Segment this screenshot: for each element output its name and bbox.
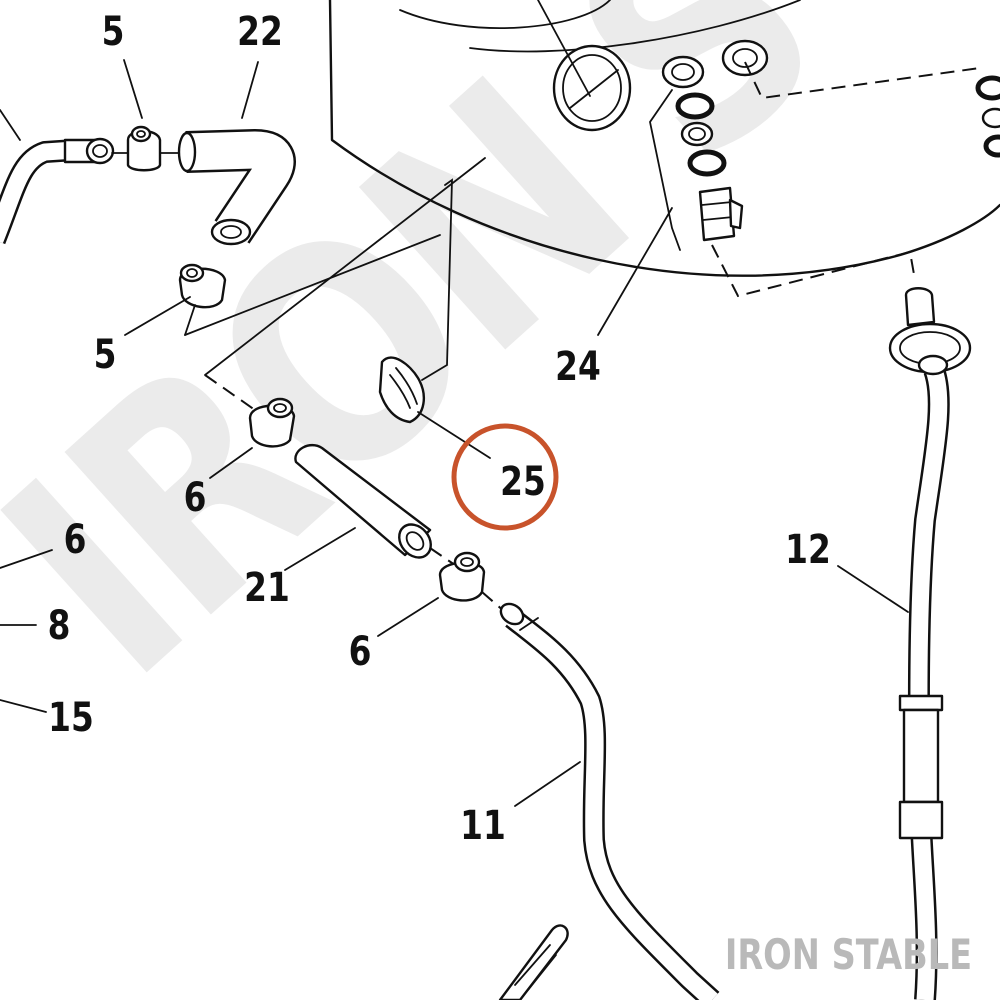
leader-6a	[209, 447, 253, 479]
clamp-6-upper	[248, 397, 296, 448]
callout-21: 21	[244, 565, 290, 611]
bracket-line-24	[649, 89, 681, 251]
leader-25	[417, 411, 491, 459]
tank-fitting-right	[721, 39, 769, 77]
assembly-line-a	[184, 234, 441, 336]
leader-22	[241, 61, 259, 119]
grommet-12	[888, 287, 972, 376]
leader-5a	[123, 59, 143, 119]
leader-12	[837, 565, 909, 613]
leader-6b	[0, 549, 53, 569]
right-edge-fittings	[975, 75, 1000, 158]
part-25-gasket	[378, 356, 426, 424]
watermark-corner: IRON STABLE	[724, 930, 972, 979]
callout-5-middle: 5	[93, 332, 117, 378]
callout-22: 22	[237, 9, 283, 55]
leader-5b	[124, 296, 191, 336]
hose-12-sleeve	[898, 694, 944, 840]
tank-seam-line	[469, 0, 801, 53]
callout-6-left: 6	[63, 517, 87, 563]
callout-12: 12	[785, 527, 831, 573]
tank-port-large	[537, 0, 632, 132]
hose-21	[294, 443, 432, 559]
callout-11: 11	[460, 803, 506, 849]
hose-11-fitting	[499, 602, 539, 631]
tank-inner-line	[399, 0, 611, 29]
assembly-line-d	[184, 304, 196, 336]
leader-11	[514, 761, 581, 807]
leader-dash-6a	[204, 374, 256, 411]
tank-fitting-left	[661, 55, 705, 89]
callout-5-top: 5	[101, 9, 125, 55]
leader-21	[284, 527, 356, 571]
callout-6-lower: 6	[348, 629, 372, 675]
leader-dash-fitting	[744, 61, 981, 100]
assembly-line-b	[204, 157, 486, 376]
clamp-5-top	[126, 125, 162, 172]
highlight-circle-25	[451, 423, 559, 531]
clamp-6-lower	[438, 551, 486, 602]
leader-15	[0, 699, 47, 713]
leader-6c	[377, 597, 439, 637]
callout-25: 25	[500, 459, 546, 505]
callout-8: 8	[47, 603, 71, 649]
oring-stack	[675, 92, 744, 242]
leader-dash-21	[429, 547, 456, 566]
callout-6-upper: 6	[183, 475, 207, 521]
leader-dash-24	[711, 244, 916, 298]
fitting-top-left	[63, 137, 115, 165]
tank-outline	[328, 0, 1000, 277]
clip-bottom	[498, 924, 569, 1000]
callout-15: 15	[48, 695, 94, 741]
assembly-line-c	[421, 178, 453, 381]
clamp-5-middle	[178, 263, 227, 309]
leader-24	[597, 207, 673, 336]
callout-24: 24	[555, 344, 601, 390]
